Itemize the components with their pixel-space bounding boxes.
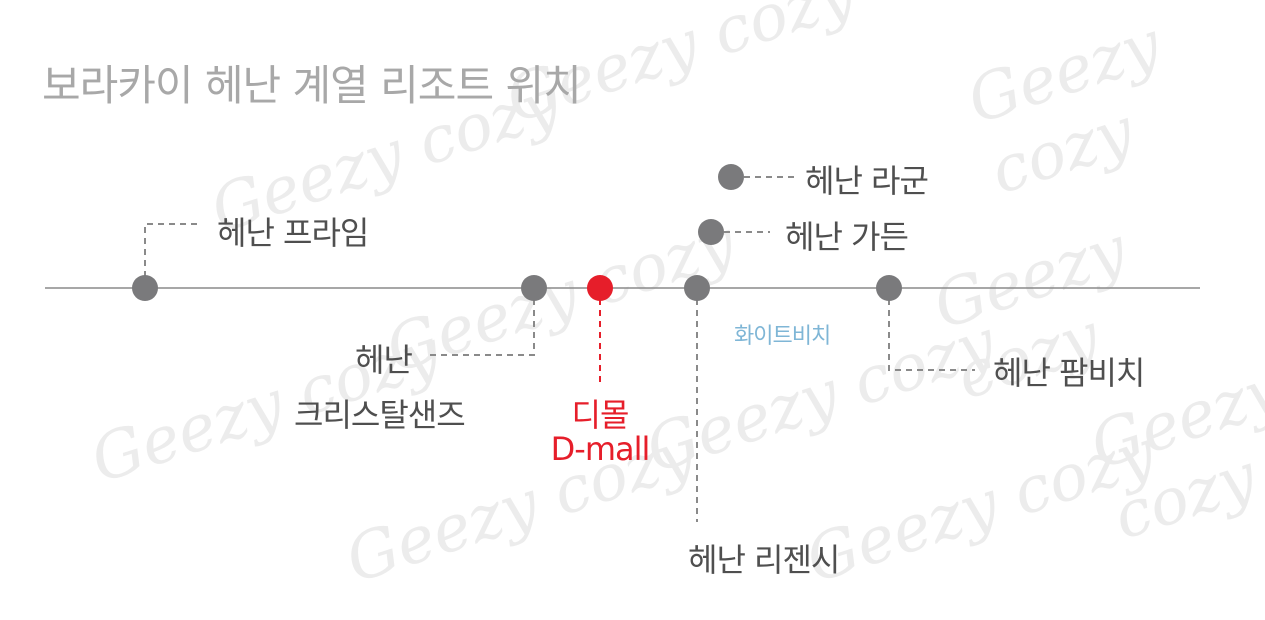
label-dmall-line2: D-mall bbox=[550, 430, 651, 468]
connector-palm bbox=[888, 288, 975, 371]
label-palm: 헤난 팜비치 bbox=[993, 354, 1145, 392]
connector-prime bbox=[144, 223, 200, 288]
dot-regency bbox=[684, 275, 710, 301]
label-crystal-line1: 헤난 bbox=[355, 341, 413, 379]
dot-dmall bbox=[587, 275, 613, 301]
dot-lagoon bbox=[718, 164, 744, 190]
label-crystal-line2: 크리스탈샌즈 bbox=[294, 396, 466, 434]
label-prime: 헤난 프라임 bbox=[217, 214, 369, 252]
connector-crystal bbox=[430, 288, 535, 356]
label-dmall-line1: 디몰 bbox=[571, 396, 630, 434]
label-regency: 헤난 리젠시 bbox=[688, 541, 840, 579]
label-garden: 헤난 가든 bbox=[785, 218, 909, 256]
label-lagoon: 헤난 라군 bbox=[805, 162, 929, 200]
dot-garden bbox=[698, 219, 724, 245]
dot-palm bbox=[876, 275, 902, 301]
page-title: 보라카이 헤난 계열 리조트 위치 bbox=[42, 61, 582, 110]
dot-crystal bbox=[521, 275, 547, 301]
dot-prime bbox=[132, 275, 158, 301]
label-whitebeach: 화이트비치 bbox=[734, 324, 831, 349]
